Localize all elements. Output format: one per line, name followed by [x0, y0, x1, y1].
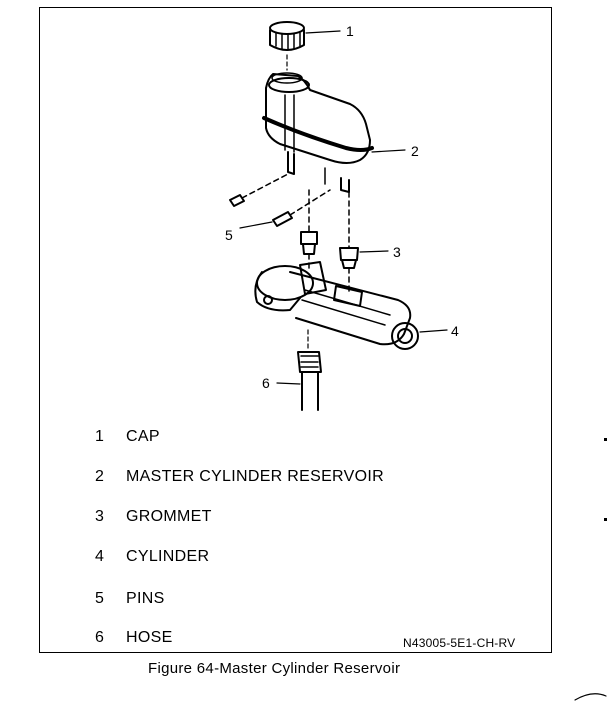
legend-number: 5	[95, 590, 105, 607]
scan-mark	[604, 518, 607, 521]
callout-5: 5	[225, 227, 233, 243]
legend-label: PINS	[126, 590, 165, 607]
cylinder-part	[254, 261, 419, 350]
hose-part	[297, 329, 322, 411]
legend-number: 1	[95, 428, 105, 445]
legend-number: 6	[95, 629, 105, 646]
drawing-code: N43005-5E1-CH-RV	[403, 636, 516, 650]
legend-label: HOSE	[126, 629, 173, 646]
scan-mark	[604, 438, 607, 441]
cap-part	[269, 21, 305, 84]
corner-artifact	[574, 693, 607, 701]
leader-lines	[239, 30, 448, 385]
callout-6: 6	[262, 375, 270, 391]
legend-label: CAP	[126, 428, 160, 445]
figure-caption: Figure 64-Master Cylinder Reservoir	[148, 660, 401, 677]
figure-frame	[39, 7, 552, 653]
callout-3: 3	[393, 244, 401, 260]
callout-1: 1	[346, 23, 354, 39]
legend-label: MASTER CYLINDER RESERVOIR	[126, 468, 384, 485]
legend-number: 2	[95, 468, 105, 485]
callout-4: 4	[451, 323, 459, 339]
legend-number: 3	[95, 508, 105, 525]
pins-part	[229, 173, 331, 227]
legend-number: 4	[95, 548, 105, 565]
legend-label: GROMMET	[126, 508, 212, 525]
callout-2: 2	[411, 143, 419, 159]
legend-label: CYLINDER	[126, 548, 210, 565]
reservoir-part	[262, 73, 374, 193]
grommet-part	[300, 189, 359, 293]
